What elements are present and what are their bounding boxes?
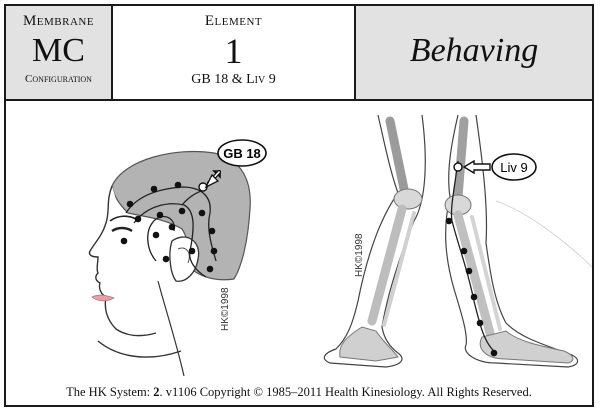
legs-illustration: Liv 9 HK©1998 bbox=[323, 114, 597, 368]
hair-cap bbox=[111, 150, 251, 281]
watermark-leg: HK©1998 bbox=[354, 233, 365, 277]
head-illustration: GB 18 HK©1998 bbox=[88, 139, 267, 377]
footer-volume: 2 bbox=[153, 385, 160, 399]
meridian-head bbox=[125, 186, 217, 278]
gb18-callout bbox=[217, 139, 267, 167]
membrane-label: Membrane bbox=[22, 13, 95, 29]
rear-fibula bbox=[382, 211, 416, 327]
rear-femur bbox=[385, 116, 409, 194]
footer-rest: . v1106 Copyright © 1985–2011 Health Kin… bbox=[159, 385, 532, 399]
element-label: Element bbox=[204, 13, 263, 29]
footer-prefix: The HK System: bbox=[66, 385, 154, 399]
leg-points bbox=[445, 217, 498, 357]
chart-card: Membrane MC Configuration Element 1 GB 1… bbox=[4, 4, 597, 407]
neck-outline bbox=[97, 340, 182, 358]
element-points: GB 18 & Liv 9 bbox=[113, 72, 354, 88]
liv9-arrow bbox=[462, 159, 491, 175]
footer-copyright: The HK System: 2. v1106 Copyright © 1985… bbox=[6, 385, 592, 400]
eye bbox=[111, 226, 133, 233]
liv9-point bbox=[453, 162, 463, 172]
ear bbox=[169, 236, 200, 282]
element-cell: Element 1 GB 18 & Liv 9 bbox=[113, 6, 356, 99]
point-joiner: & bbox=[231, 72, 243, 87]
header-row: Membrane MC Configuration Element 1 GB 1… bbox=[6, 6, 592, 101]
lips bbox=[91, 294, 116, 302]
front-femur bbox=[453, 116, 469, 202]
watermark-head: HK©1998 bbox=[220, 287, 231, 331]
point-b: Liv 9 bbox=[246, 72, 276, 87]
state-cell: Behaving bbox=[356, 6, 592, 99]
shoulder-outline bbox=[157, 280, 185, 377]
point-a: GB 18 bbox=[191, 72, 229, 87]
illustration-svg: GB 18 HK©1998 bbox=[88, 114, 597, 377]
front-fibula bbox=[470, 215, 502, 331]
rear-leg-outline bbox=[323, 114, 426, 368]
liv9-callout bbox=[491, 153, 537, 181]
state-label: Behaving bbox=[409, 32, 539, 69]
front-tibia bbox=[453, 210, 495, 338]
front-foot bbox=[479, 330, 574, 364]
element-number: 1 bbox=[224, 31, 243, 71]
membrane-sublabel: Configuration bbox=[25, 73, 92, 85]
membrane-code: MC bbox=[32, 32, 85, 69]
rear-foot bbox=[339, 326, 399, 362]
membrane-cell: Membrane MC Configuration bbox=[6, 6, 113, 99]
head-points bbox=[120, 181, 218, 273]
gb18-label: GB 18 bbox=[223, 146, 261, 161]
meridian-leg bbox=[450, 160, 497, 354]
liv9-label: Liv 9 bbox=[500, 160, 527, 175]
rear-tibia bbox=[367, 204, 407, 326]
eyebrow bbox=[109, 215, 137, 222]
illustration: GB 18 HK©1998 bbox=[6, 101, 597, 381]
